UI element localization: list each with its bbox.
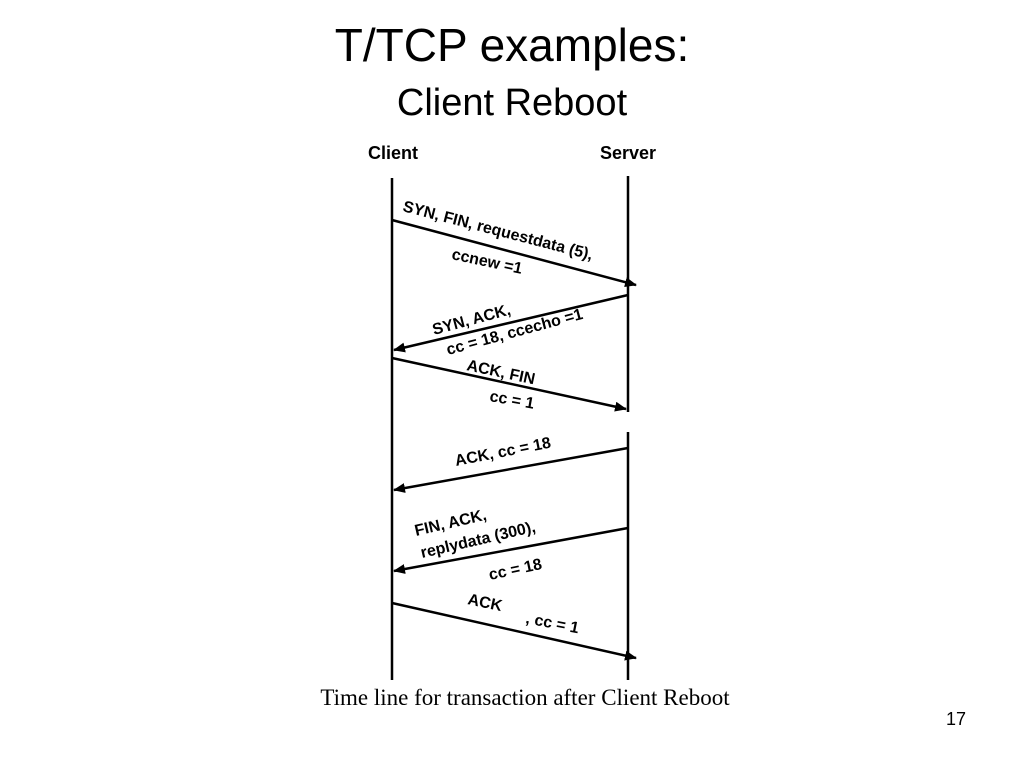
server-label: Server <box>600 143 656 163</box>
message-3-label-2: cc = 1 <box>488 388 535 413</box>
page-number: 17 <box>945 709 966 729</box>
message-3-label-1: ACK, FIN <box>465 357 536 388</box>
slide-subtitle: Client Reboot <box>396 82 628 124</box>
message-arrow-5 <box>393 526 629 574</box>
message-arrow-4 <box>393 446 629 493</box>
figure-caption: Time line for transaction after Client R… <box>320 685 730 710</box>
message-arrow-3 <box>391 356 627 412</box>
message-arrow-1 <box>391 218 637 287</box>
message-5-label-3: cc = 18 <box>487 556 543 584</box>
message-6-label-1: ACK <box>466 591 504 615</box>
message-arrow-6 <box>391 601 637 661</box>
message-arrow-2 <box>393 293 629 353</box>
slide-title: T/TCP examples: <box>334 19 690 71</box>
message-6-label-2: , cc = 1 <box>524 610 580 637</box>
client-label: Client <box>368 143 418 163</box>
